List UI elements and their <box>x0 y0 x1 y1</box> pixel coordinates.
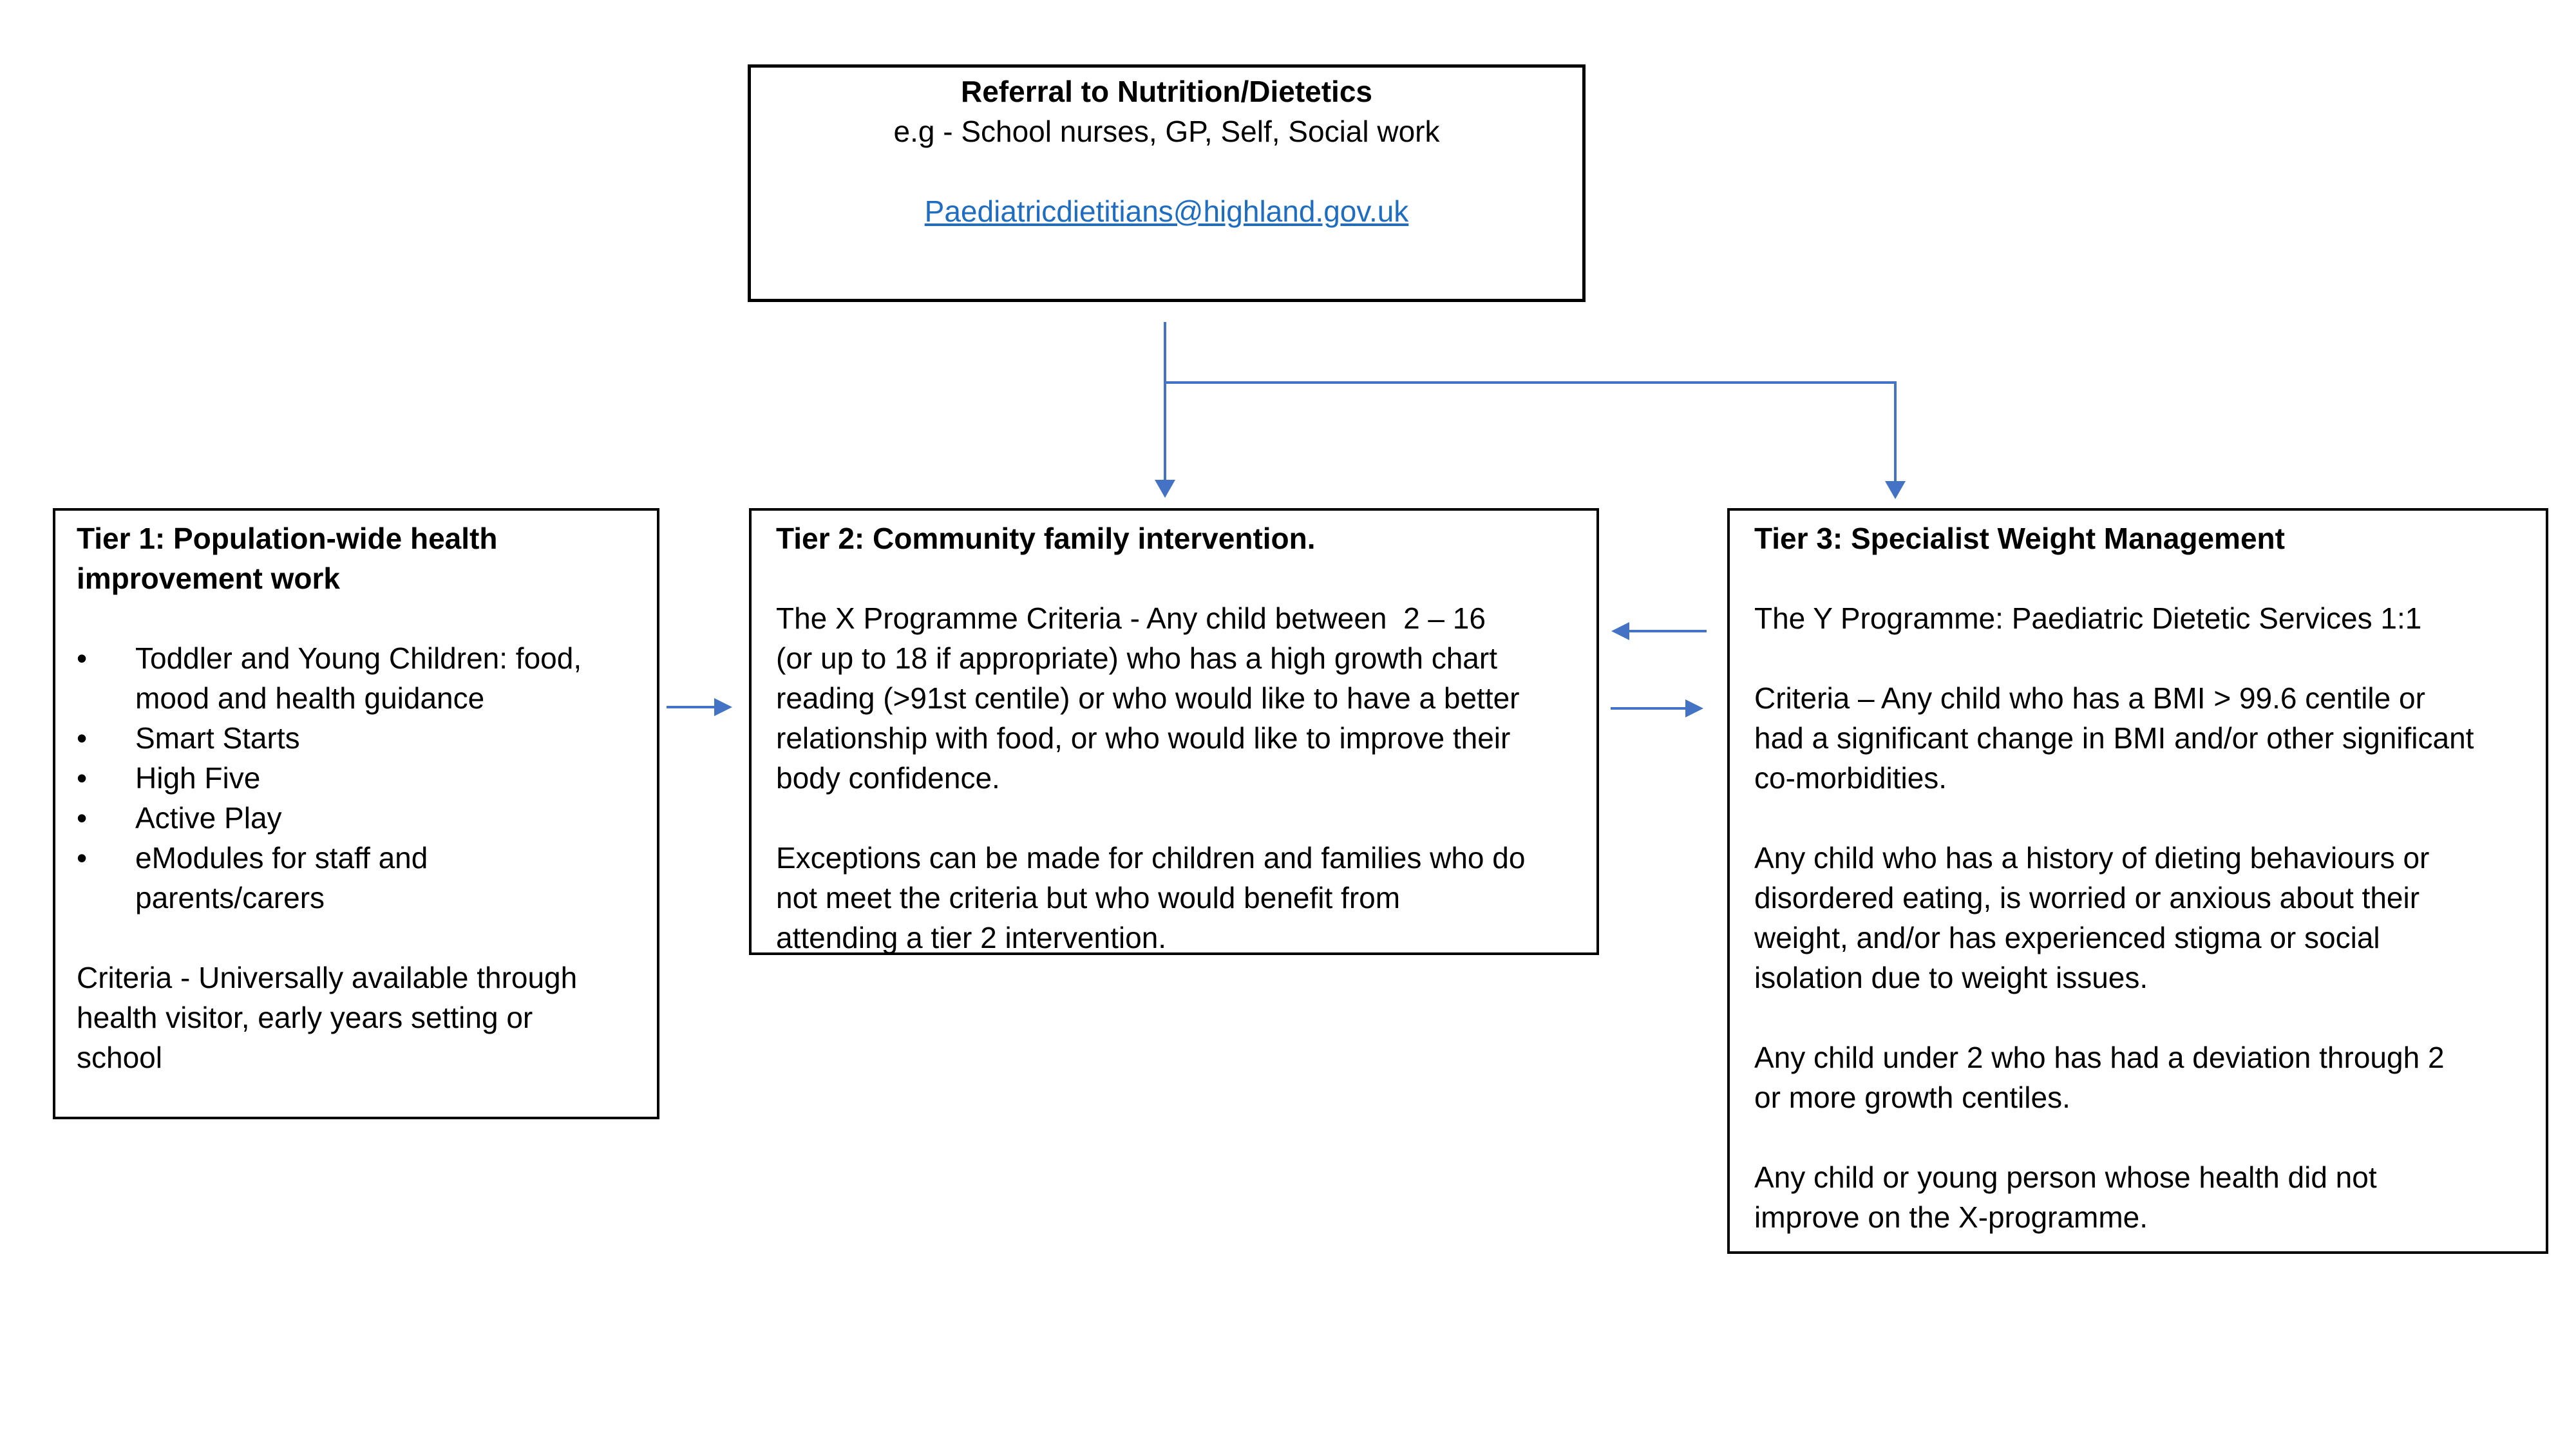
referral-box: Referral to Nutrition/Dietetics e.g - Sc… <box>748 64 1586 302</box>
down-arrowhead-tier3-icon <box>1885 481 1906 499</box>
arrow-tier1-to-tier2-line <box>667 706 715 708</box>
tier3-box: Tier 3: Specialist Weight Management The… <box>1727 508 2548 1254</box>
list-item: • Toddler and Young Children: food, mood… <box>77 638 639 718</box>
arrow-tier2-to-tier3-line <box>1611 707 1687 710</box>
bullet-icon: • <box>77 841 88 875</box>
referral-subtitle: e.g - School nurses, GP, Self, Social wo… <box>893 115 1440 148</box>
tier2-paragraph: The X Programme Criteria - Any child bet… <box>776 601 1520 795</box>
connector-stem-tier2 <box>1164 322 1166 480</box>
right-arrowhead-tier2-to-tier3-icon <box>1685 699 1703 717</box>
right-arrowhead-tier1-to-tier2-icon <box>714 698 732 716</box>
referral-title: Referral to Nutrition/Dietetics <box>961 75 1372 108</box>
list-item: • High Five <box>77 758 639 798</box>
tier3-paragraph: Any child under 2 who has had a deviatio… <box>1754 1041 2445 1114</box>
tier2-title: Tier 2: Community family intervention. <box>776 522 1316 555</box>
email-link[interactable]: Paediatricdietitians@highland.gov.uk <box>924 194 1409 228</box>
tier1-title: Tier 1: Population-wide health improveme… <box>77 522 498 595</box>
list-item: • Smart Starts <box>77 718 639 758</box>
bullet-icon: • <box>77 761 88 795</box>
tier2-box: Tier 2: Community family intervention. T… <box>749 508 1599 955</box>
bullet-text: Toddler and Young Children: food, mood a… <box>135 641 582 715</box>
arrow-tier3-to-tier2-line <box>1628 630 1707 632</box>
bullet-icon: • <box>77 721 88 755</box>
list-item: • eModules for staff and parents/carers <box>77 838 639 918</box>
referral-email-line: Paediatricdietitians@highland.gov.uk <box>751 191 1582 231</box>
bullet-text: High Five <box>135 761 261 795</box>
tier3-paragraph: Criteria – Any child who has a BMI > 99.… <box>1754 681 2474 795</box>
bullet-text: Active Play <box>135 801 282 835</box>
bullet-icon: • <box>77 641 88 675</box>
connector-stem-tier3 <box>1894 381 1897 481</box>
list-item: • Active Play <box>77 798 639 838</box>
tier3-paragraph: Any child who has a history of dieting b… <box>1754 841 2430 994</box>
tier1-bullet-list: • Toddler and Young Children: food, mood… <box>77 638 639 918</box>
tier1-criteria: Criteria - Universally available through… <box>77 961 578 1074</box>
tier2-paragraph: Exceptions can be made for children and … <box>776 841 1526 954</box>
left-arrowhead-tier3-to-tier2-icon <box>1611 622 1629 640</box>
tier1-box: Tier 1: Population-wide health improveme… <box>53 508 659 1119</box>
bullet-text: eModules for staff and parents/carers <box>135 841 428 914</box>
bullet-icon: • <box>77 801 88 835</box>
down-arrowhead-tier2-icon <box>1155 480 1175 498</box>
connector-branch <box>1164 381 1897 384</box>
tier3-paragraph: Any child or young person whose health d… <box>1754 1160 2377 1234</box>
tier3-paragraph: The Y Programme: Paediatric Dietetic Ser… <box>1754 601 2422 635</box>
tier3-title: Tier 3: Specialist Weight Management <box>1754 522 2285 555</box>
bullet-text: Smart Starts <box>135 721 300 755</box>
